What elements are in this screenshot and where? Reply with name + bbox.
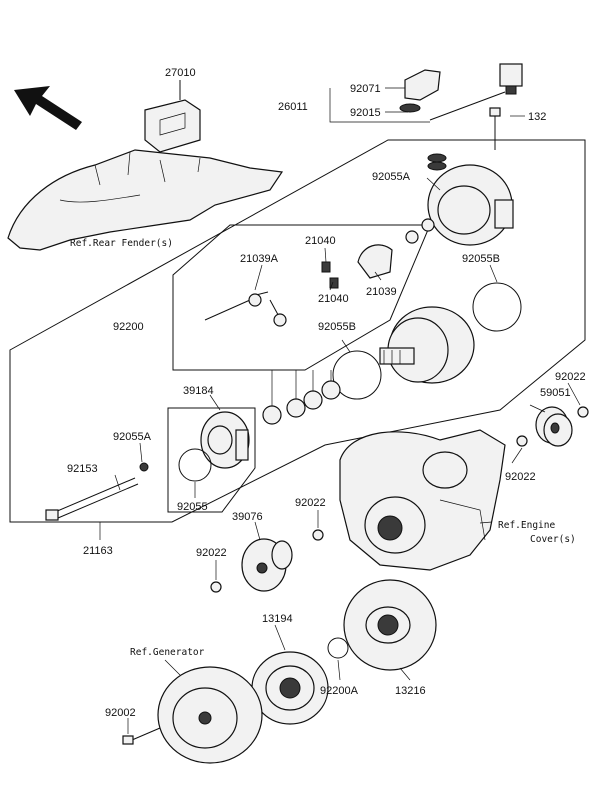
label-92055: 92055 [177,501,208,513]
part-13194-one-way-clutch [251,651,329,725]
part-59051-idler-gear [535,406,573,447]
label-92022-c: 92022 [505,471,536,483]
part-39184-front-cover [200,411,250,469]
part-13216-starter-gear [343,579,437,671]
label-92055B-right: 92055B [462,253,500,265]
part-92002-bolt [122,727,161,745]
washer-92022-a [577,406,589,418]
generator-rotor [157,666,263,764]
label-39184: 39184 [183,385,214,397]
engine-cover [339,429,506,571]
label-21040-b: 21040 [318,293,349,305]
label-92002: 92002 [105,707,136,719]
label-92015: 92015 [350,107,381,119]
label-92055A-left: 92055A [113,431,152,443]
washer-small [405,230,419,244]
starter-armature-yoke [379,306,475,384]
label-92200A: 92200A [320,685,359,697]
part-92153-long-bolt [45,477,139,521]
label-92055A-top: 92055A [372,171,411,183]
label-92071: 92071 [350,83,381,95]
label-92153: 92153 [67,463,98,475]
washer-stack-3 [303,390,323,410]
starter-cable [429,63,523,121]
label-92022-b: 92022 [295,497,326,509]
washer-92200A [327,637,349,659]
o-ring-92055B-mid [332,350,382,400]
part-27010-ecu [144,80,201,153]
starter-rear-cover [427,153,514,246]
ref-engine-cover-2: Cover(s) [530,534,576,545]
washer-92022-c [312,529,324,541]
label-92022-a: 92022 [555,371,586,383]
inner-bracket-outline [172,224,431,371]
label-132: 132 [528,111,546,123]
label-13194: 13194 [262,613,293,625]
label-21039: 21039 [366,286,397,298]
label-21039A: 21039A [240,253,279,265]
front-direction-arrow-icon [14,86,82,130]
part-92071-cap [399,69,441,113]
washer-leaders [271,370,332,406]
rear-fender [7,149,284,251]
ref-generator: Ref.Generator [130,647,205,658]
label-92200: 92200 [113,321,144,333]
washer-92022-d [210,581,222,593]
leader-lines [99,80,581,734]
label-27010: 27010 [165,67,196,79]
label-26011: 26011 [278,101,308,113]
washer-stack-4 [321,380,341,400]
label-39076: 39076 [232,511,263,523]
label-92022-d: 92022 [196,547,227,559]
ref-rear-fender: Ref.Rear Fender(s) [70,238,173,249]
seal-bracket-outline [167,407,256,513]
o-ring-92055 [178,448,212,482]
assembly-bracket-outline [9,139,586,523]
washer-stack-2 [286,398,306,418]
part-21039A-brush-set [204,291,287,327]
washer-stack-1 [262,405,282,425]
ref-engine-cover: Ref.Engine [498,520,555,531]
part-39076-torque-limiter [241,538,293,592]
label-21040-a: 21040 [305,235,336,247]
label-92055B-mid: 92055B [318,321,356,333]
o-ring-small [421,218,435,232]
o-ring-92055B-right [472,282,522,332]
o-ring-92055A-left [139,462,149,472]
label-13216: 13216 [395,685,426,697]
washer-92022-b [516,435,528,447]
label-21163: 21163 [83,545,113,557]
part-132-bolt [489,107,501,150]
part-21039-brush-holder [321,244,393,289]
label-59051: 59051 [540,387,571,399]
